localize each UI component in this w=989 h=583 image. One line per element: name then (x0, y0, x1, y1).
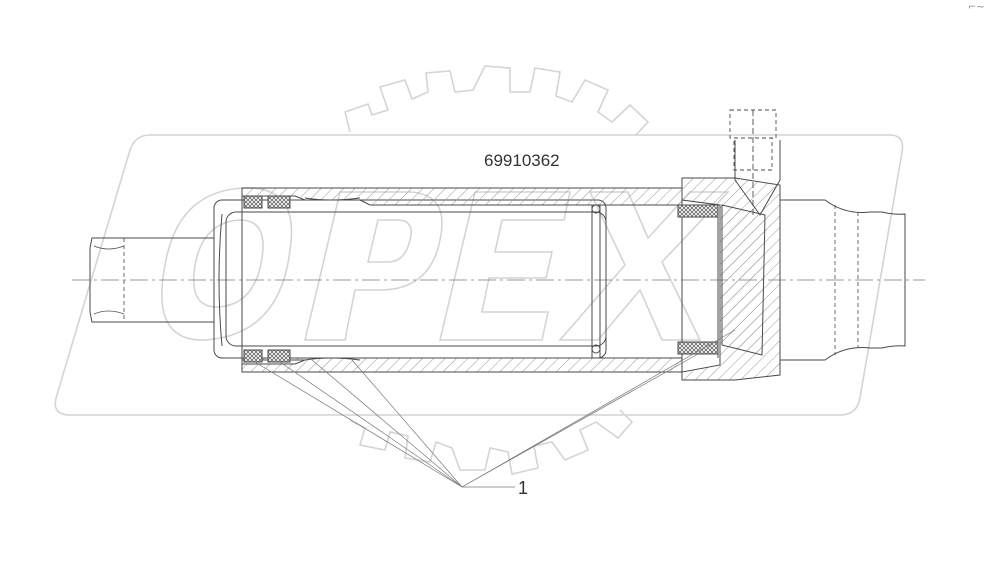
rear-cap (681, 140, 781, 381)
rod-end-right (779, 199, 906, 361)
gear-watermark-icon (344, 65, 650, 475)
gland-seals (243, 195, 361, 363)
piston (591, 204, 719, 358)
callout-label-1: 1 (518, 478, 529, 498)
part-number-label: 69910362 (484, 151, 560, 170)
callout-leaders (254, 329, 736, 488)
bleed-fitting (729, 109, 777, 215)
piston-rod (213, 199, 607, 359)
corner-mark: ⌐~ (968, 2, 985, 13)
